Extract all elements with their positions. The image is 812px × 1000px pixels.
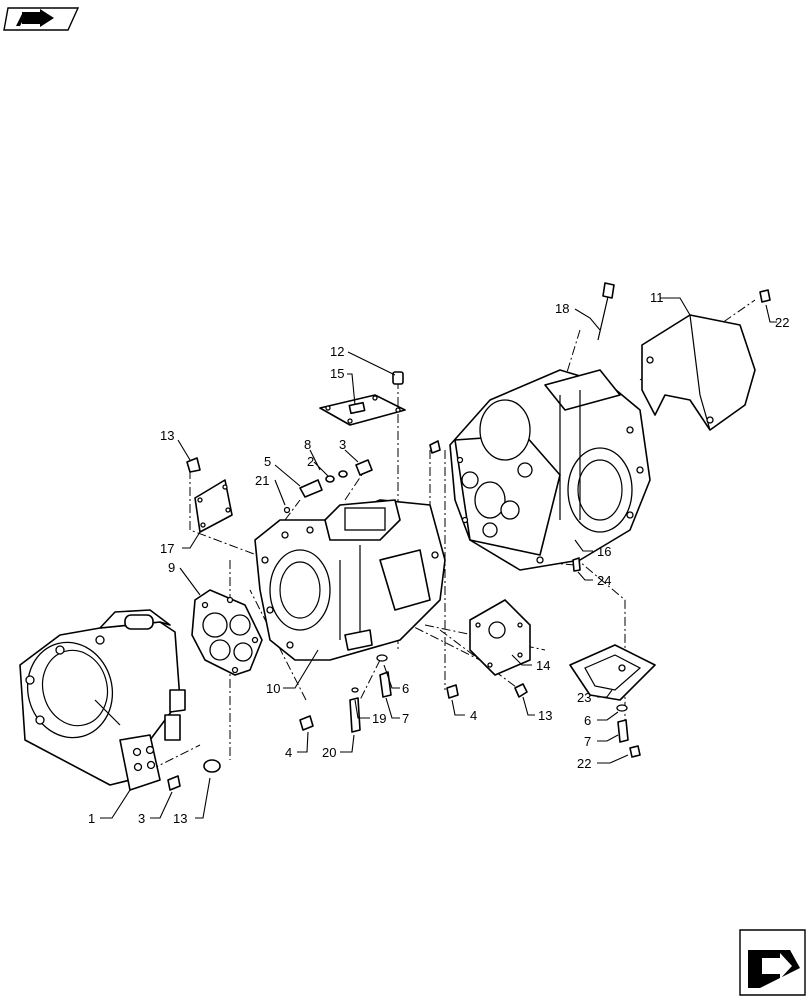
- front-housing: [19, 609, 186, 791]
- callout-5: 5: [264, 454, 271, 469]
- callout-7-center: 7: [402, 711, 409, 726]
- callout-12: 12: [330, 344, 344, 359]
- callout-3-bottom: 3: [138, 811, 145, 826]
- callout-6-right: 6: [584, 713, 591, 728]
- bolt-22-top: [759, 289, 771, 303]
- callout-14: 14: [536, 658, 550, 673]
- callout-24: 24: [597, 573, 611, 588]
- rear-shield-11: [641, 314, 756, 431]
- callout-15: 15: [330, 366, 344, 381]
- callout-11: 11: [650, 290, 664, 305]
- front-plate: [191, 589, 263, 676]
- callout-4-right: 4: [470, 708, 477, 723]
- cover-plate-17: [194, 479, 233, 533]
- callout-13-bottom: 13: [173, 811, 187, 826]
- book-arrow-icon[interactable]: [3, 7, 80, 31]
- callout-labels: 1 3 13 13 17 9 10 4 20 19 7 6 4 13 14 12…: [88, 290, 789, 826]
- callout-6-center: 6: [402, 681, 409, 696]
- gasket-23: [569, 644, 656, 701]
- leader-lines: [100, 297, 777, 819]
- callout-3-top: 3: [339, 437, 346, 452]
- callout-18: 18: [555, 301, 569, 316]
- callout-10: 10: [266, 681, 280, 696]
- callout-9: 9: [168, 560, 175, 575]
- callout-16: 16: [597, 544, 611, 559]
- callout-22-top: 22: [775, 315, 789, 330]
- callout-17: 17: [160, 541, 174, 556]
- callout-23: 23: [577, 690, 591, 705]
- callout-4-left: 4: [285, 745, 292, 760]
- callout-21: 21: [255, 473, 269, 488]
- callout-2: 2: [307, 454, 314, 469]
- center-housing: [254, 499, 446, 661]
- callout-7-right: 7: [584, 734, 591, 749]
- rear-housing: [449, 369, 651, 572]
- dipstick-18: [597, 282, 615, 341]
- next-page-arrow-icon[interactable]: [739, 929, 806, 996]
- callout-8: 8: [304, 437, 311, 452]
- callout-19: 19: [372, 711, 386, 726]
- small-fasteners: [186, 440, 441, 514]
- bolt-12: [392, 371, 404, 385]
- callout-22-bottom: 22: [577, 756, 591, 771]
- side-plate-14: [469, 599, 531, 676]
- callout-20: 20: [322, 745, 336, 760]
- callout-13-right: 13: [538, 708, 552, 723]
- callout-13-left: 13: [160, 428, 174, 443]
- top-cover-15: [319, 394, 406, 426]
- callout-1: 1: [88, 811, 95, 826]
